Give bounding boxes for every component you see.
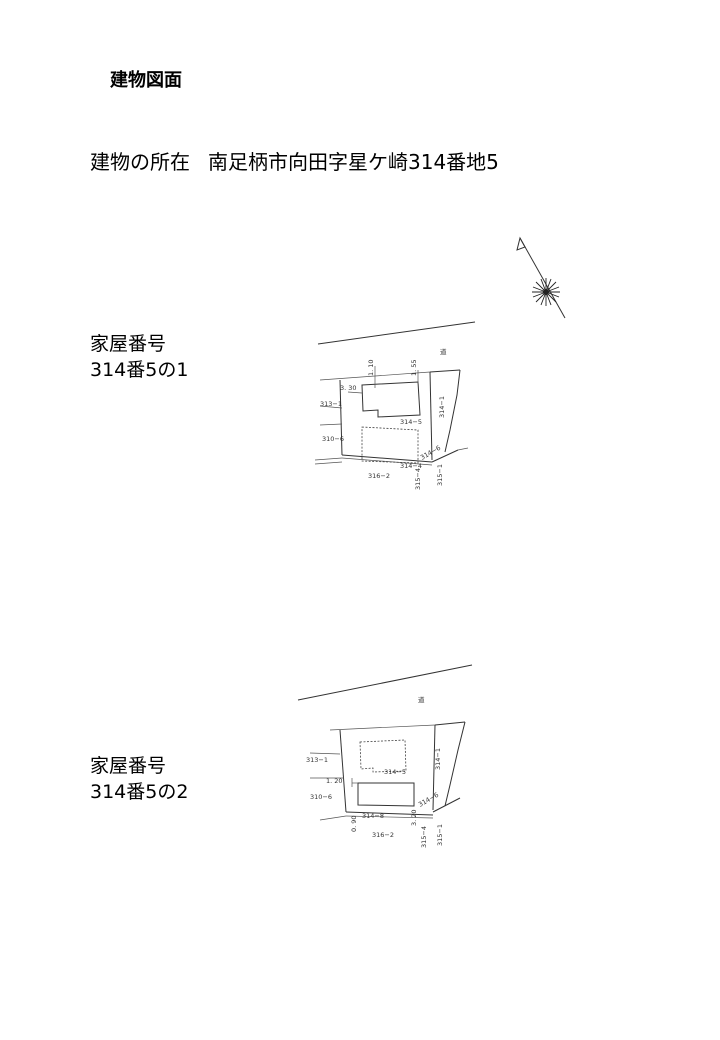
lot-label: 313−1 [306,756,328,764]
location-label: 建物の所在 [90,150,190,174]
lot-label: 314−5 [400,418,422,426]
house-number-value: 314番5の1 [90,359,189,381]
lot-label: 313−1 [320,400,342,408]
house-number-block-1: 家屋番号 314番5の1 [90,331,188,383]
drawing-title: 建物図面 [110,70,182,91]
site-plan-1: 3. 30 1. 10 1. 55 道 313−1 310−6 314−5 31… [314,321,476,490]
dim-label: 1. 20 [326,777,343,785]
dim-label: 3. 20 [410,809,418,826]
building-location: 建物の所在南足柄市向田字星ケ崎314番地5 [90,146,499,175]
house-number-value: 314番5の2 [90,781,189,803]
lot-label: 315−1 [436,464,444,486]
lot-label: 315−4 [420,826,428,848]
lot-label: 315−1 [436,824,444,846]
house-number-block-2: 家屋番号 314番5の2 [90,753,188,805]
lot-label: 314−1 [438,396,446,418]
lot-label: 314−5 [384,768,406,776]
lot-label: 316−2 [372,831,394,839]
location-value: 南足柄市向田字星ケ崎314番地5 [208,150,499,174]
lot-label: 310−6 [322,435,344,443]
lot-label: 314−6 [417,791,440,809]
dim-label: 0. 90 [350,815,358,832]
lot-label: 314−4 [400,462,422,470]
site-plan-2: 道 313−1 310−6 314−5 314−1 314−8 314−6 31… [297,664,473,848]
lot-label: 316−2 [368,472,390,480]
road-label: 道 [440,347,447,356]
north-arrow-icon [516,236,566,319]
road-label: 道 [418,695,425,704]
lot-label: 310−6 [310,793,332,801]
lot-label: 314−1 [434,748,442,770]
dim-label: 1. 55 [410,359,418,376]
lot-label: 315−4 [414,468,422,490]
house-number-label: 家屋番号 [90,333,167,355]
house-number-label: 家屋番号 [90,755,167,777]
dim-label: 3. 30 [340,384,357,392]
lot-label: 314−8 [362,812,384,820]
dim-label: 1. 10 [367,359,375,376]
